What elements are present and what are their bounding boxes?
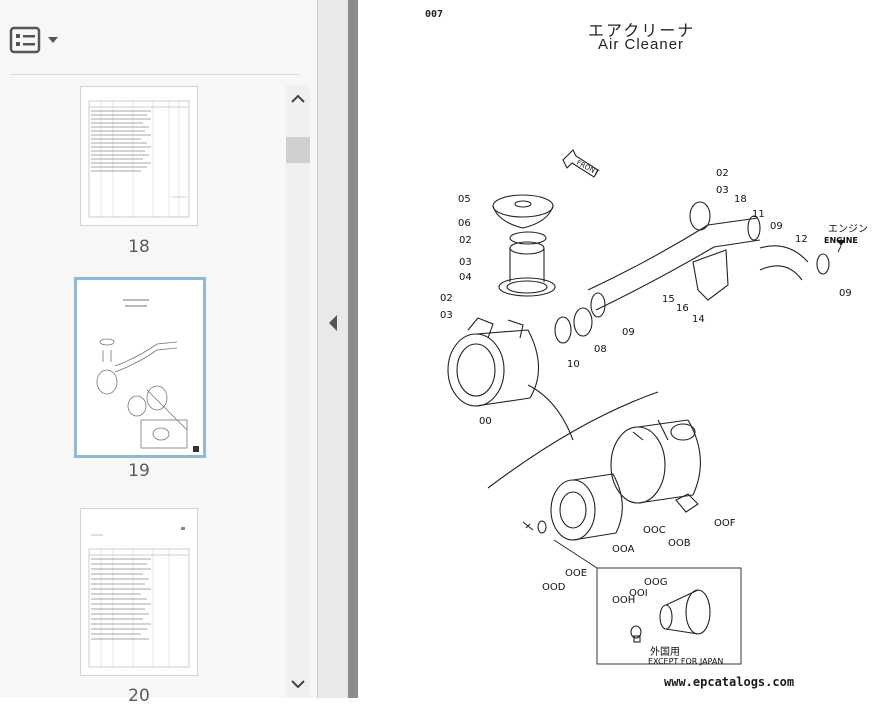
document-page: 007 エアクリーナ Air Cleaner — [358, 0, 876, 698]
except-label-jp: 外国用 — [650, 646, 680, 658]
callout-label: 10 — [567, 359, 580, 370]
callout-label: 12 — [795, 234, 808, 245]
callout-label: OOI — [629, 588, 648, 599]
engine-label-en: ENGINE — [824, 236, 858, 245]
toolbar-divider — [10, 74, 300, 75]
callout-label: OOH — [612, 595, 635, 606]
collapse-sidebar-button[interactable] — [318, 0, 348, 698]
except-label-en: EXCEPT FOR JAPAN — [648, 657, 723, 666]
thumbnail-page-20[interactable] — [80, 508, 198, 676]
callout-label: 03 — [440, 310, 453, 321]
page-19-preview — [81, 284, 199, 452]
callout-label: 16 — [676, 303, 689, 314]
watermark: www.epcatalogs.com — [664, 675, 795, 689]
scroll-up-button[interactable] — [286, 85, 310, 113]
callout-label: 00 — [479, 416, 492, 427]
callout-label: 09 — [839, 288, 852, 299]
callout-label: OOF — [714, 518, 736, 529]
callout-label: 15 — [662, 294, 675, 305]
callout-label: 14 — [692, 314, 705, 325]
page-number-20: 20 — [128, 686, 150, 706]
title-japanese: エアクリーナ — [588, 21, 696, 40]
callout-label: 04 — [459, 272, 472, 283]
callout-label: OOB — [668, 538, 691, 549]
callout-label: 11 — [752, 209, 765, 220]
thumbnail-list-icon — [9, 26, 58, 54]
scroll-thumb[interactable] — [286, 137, 310, 163]
title-english: Air Cleaner — [598, 36, 685, 53]
chevron-down-icon — [291, 680, 305, 689]
collapse-arrow-icon — [329, 315, 337, 331]
callout-label: 09 — [770, 221, 783, 232]
thumbnail-options-button[interactable] — [9, 26, 61, 54]
engine-label-jp: エンジン — [828, 224, 868, 235]
scroll-down-button[interactable] — [286, 670, 310, 698]
thumbnail-sidebar: 18 19 — [0, 0, 318, 706]
callout-label: OOG — [644, 577, 668, 588]
thumbnail-toolbar — [0, 0, 300, 75]
callout-label: 06 — [458, 218, 471, 229]
callout-label: 02 — [716, 168, 729, 179]
thumbnail-scrollbar[interactable] — [286, 85, 310, 698]
front-arrow — [562, 149, 599, 178]
callout-label: 08 — [594, 344, 607, 355]
page-number-18: 18 — [128, 237, 150, 257]
callout-label: OOA — [612, 544, 635, 555]
page-number-19: 19 — [128, 461, 150, 481]
parts-diagram: FRONT エンジン ENGINE 外国用 EXCEPT FOR JAPAN 0… — [440, 149, 868, 666]
dropdown-caret-icon — [48, 37, 58, 43]
callout-label: 05 — [458, 194, 471, 205]
callout-label: 02 — [440, 293, 453, 304]
callout-label: 02 — [459, 235, 472, 246]
callout-label: 03 — [716, 185, 729, 196]
callout-label: OOD — [542, 582, 566, 593]
page-20-preview — [88, 527, 190, 668]
callout-label: OOC — [643, 525, 666, 536]
page-18-preview — [88, 100, 190, 218]
callout-label: 03 — [459, 257, 472, 268]
page-code: 007 — [425, 9, 444, 20]
thumbnail-page-18[interactable] — [80, 86, 198, 226]
panel-divider[interactable] — [348, 0, 358, 698]
callout-label: OOE — [565, 568, 587, 579]
callout-label: 18 — [734, 194, 747, 205]
callout-label: 09 — [622, 327, 635, 338]
thumbnail-page-19[interactable] — [74, 277, 206, 458]
chevron-up-icon — [291, 94, 305, 103]
